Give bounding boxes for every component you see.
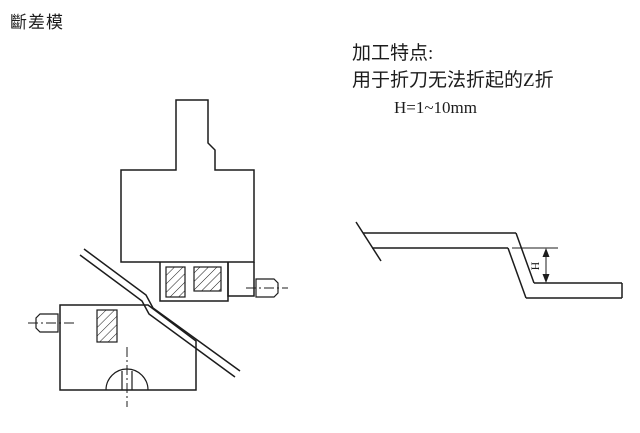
notes-line-usage: 用于折刀无法折起的Z折 — [352, 70, 554, 91]
h-arrowhead-bottom — [542, 274, 550, 283]
z-profile-figure: H — [355, 221, 623, 299]
z-step-lower-edge — [507, 247, 527, 299]
notes-block: 加工特点: 用于折刀无法折起的Z折 H=1~10mm — [352, 40, 554, 121]
offset-die-assembly — [28, 99, 288, 407]
h-arrowhead-top — [542, 248, 550, 257]
punch-insert-hatched-right — [193, 266, 222, 292]
notes-line-processing-features: 加工特点: — [352, 43, 434, 64]
sheet-strip-edge-lower — [79, 254, 236, 378]
right-clamp-block — [227, 262, 255, 297]
page-title: 斷差模 — [10, 13, 64, 32]
h-dimension-label: H — [528, 261, 542, 270]
lower-die-outline — [59, 304, 197, 391]
right-bolt-head — [255, 278, 279, 298]
break-line — [355, 221, 382, 262]
die-insert-hatched — [96, 309, 118, 343]
sheet-strip-edge-upper — [83, 248, 241, 372]
notes-line-h-range: H=1~10mm — [394, 98, 478, 117]
left-bolt-head — [35, 313, 59, 333]
z-step-upper-edge — [515, 232, 535, 284]
upper-punch-outline — [120, 99, 255, 263]
punch-insert-hatched-left — [165, 266, 186, 298]
